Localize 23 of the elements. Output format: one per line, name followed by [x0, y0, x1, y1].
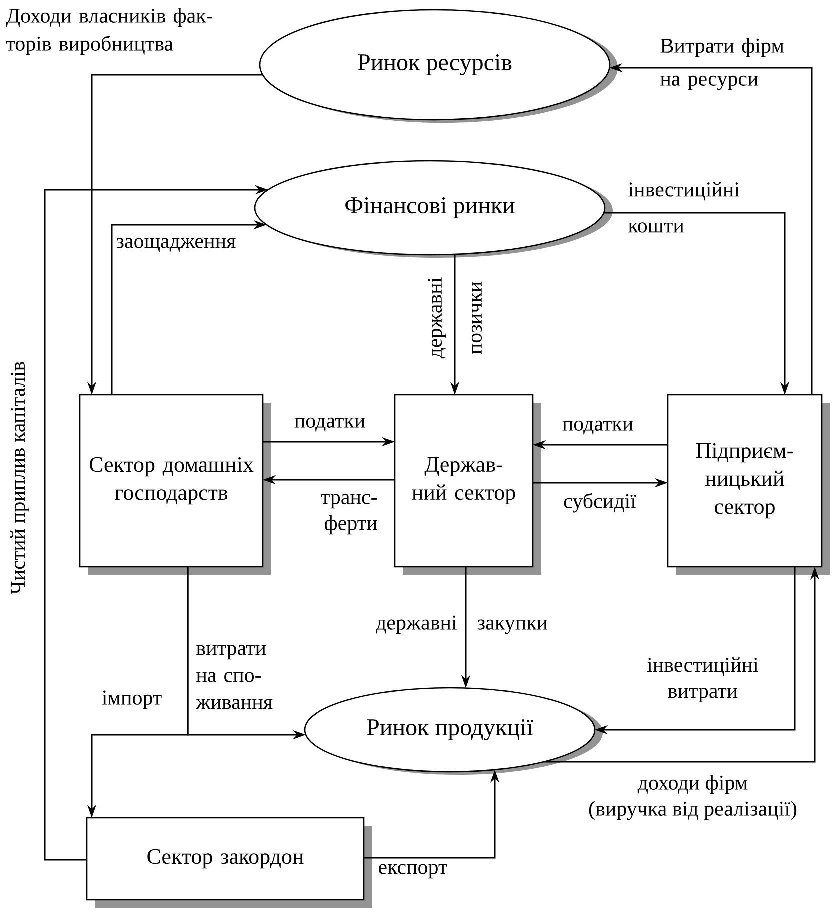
- edge-label: заощадження: [116, 238, 236, 252]
- edge-label: державні позички: [428, 278, 482, 359]
- edge-label: експорт: [379, 864, 448, 879]
- edge-label: інвестиційні кошти: [628, 182, 740, 233]
- edge-label: Доходи власників фак- торів виробництва: [6, 8, 213, 56]
- edge-label: податки: [562, 420, 634, 435]
- edge-label: імпорт: [102, 690, 162, 710]
- edge-label: Чистий приплив капіталів: [10, 362, 30, 594]
- edge-label: субсидії: [564, 493, 636, 513]
- edge-label: доходи фірм (виручка від реалізації): [589, 775, 797, 820]
- ellipse-node: Ринок продукції: [304, 687, 603, 775]
- sector-box: Держав- ний сектор: [394, 394, 541, 575]
- edge-label: інвестиційні витрати: [648, 658, 758, 702]
- ellipse-node: Фінансові ринки: [254, 160, 613, 258]
- edge-label: витрати на спо- живання: [196, 645, 273, 710]
- edge-label: Витрати фірм на ресурси: [660, 38, 784, 90]
- edge-label: транс- ферти: [321, 494, 378, 535]
- ellipse-node: Ринок ресурсів: [259, 9, 618, 123]
- sector-box: Сектор закордон: [86, 817, 372, 908]
- sector-box: Підприєм- ницький сектор: [667, 394, 830, 575]
- sector-box: Сектор домашніх господарств: [79, 394, 271, 575]
- edge-label: державні закупки: [376, 616, 548, 634]
- edge-label: податки: [294, 418, 366, 432]
